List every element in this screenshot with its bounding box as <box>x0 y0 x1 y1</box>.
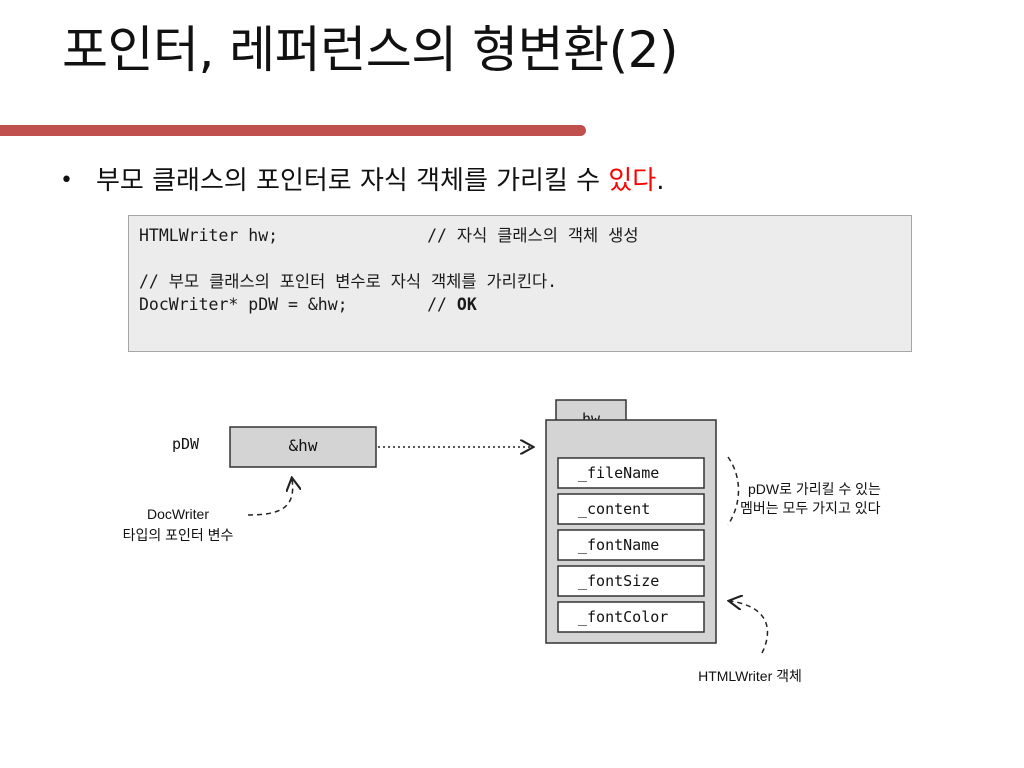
bullet-period: . <box>656 166 665 196</box>
code-text: HTMLWriter hw; <box>139 226 279 245</box>
pointer-value-label: &hw <box>289 436 318 455</box>
code-line: DocWriter* pDW = &hw; // OK <box>139 293 901 316</box>
code-line <box>139 247 901 270</box>
member-label: _fontName <box>578 536 659 554</box>
code-box: HTMLWriter hw; // 자식 클래스의 객체 생성 // 부모 클래… <box>128 215 912 352</box>
code-pad <box>348 295 427 314</box>
pointer-caption-line2: 타입의 포인터 변수 <box>123 527 234 543</box>
object-caption: HTMLWriter 객체 <box>698 668 802 684</box>
code-text: DocWriter* pDW = &hw; <box>139 295 348 314</box>
members-note-line1: pDW로 가리킬 수 있는 <box>748 481 881 497</box>
pointer-diagram: pDW &hw DocWriter 타입의 포인터 변수 hw _fileNam… <box>123 399 881 684</box>
member-box <box>557 457 705 489</box>
member-label: _content <box>578 500 650 518</box>
member-box <box>557 529 705 561</box>
member-list: _fileName _content _fontName _fontSize _font… <box>557 457 705 633</box>
code-comment: // <box>427 295 457 314</box>
code-line: // 부모 클래스의 포인터 변수로 자식 객체를 가리킨다. <box>139 270 901 293</box>
code-line: HTMLWriter hw; // 자식 클래스의 객체 생성 <box>139 224 901 247</box>
member-label: _fileName <box>578 464 659 482</box>
pointer-caption-line1: DocWriter <box>147 506 209 522</box>
code-comment: // 부모 클래스의 포인터 변수로 자식 객체를 가리킨다. <box>139 272 558 291</box>
object-caption-arrow <box>730 601 769 654</box>
member-label: _fontColor <box>578 608 668 626</box>
code-comment: // 자식 클래스의 객체 생성 <box>427 226 639 245</box>
bullet-item: • 부모 클래스의 포인터로 자식 객체를 가리킬 수 있다. <box>60 160 664 197</box>
members-brace <box>727 456 740 526</box>
bullet-text: 부모 클래스의 포인터로 자식 객체를 가리킬 수 <box>96 166 609 196</box>
pointer-box <box>229 426 377 468</box>
code-keyword: OK <box>456 295 477 314</box>
bullet-marker: • <box>60 168 73 193</box>
members-note-line2: 멤버는 모두 가지고 있다 <box>740 500 881 516</box>
member-box <box>557 565 705 597</box>
slide-title: 포인터, 레퍼런스의 형변환(2) <box>62 21 679 79</box>
title-accent-bar <box>0 125 586 136</box>
member-box <box>557 601 705 633</box>
member-label: _fontSize <box>578 572 659 590</box>
bullet-highlight: 있다 <box>608 166 657 196</box>
member-box <box>557 493 705 525</box>
pointer-caption-arrow <box>247 479 293 516</box>
pointer-name-label: pDW <box>172 435 200 453</box>
code-pad <box>278 226 427 245</box>
